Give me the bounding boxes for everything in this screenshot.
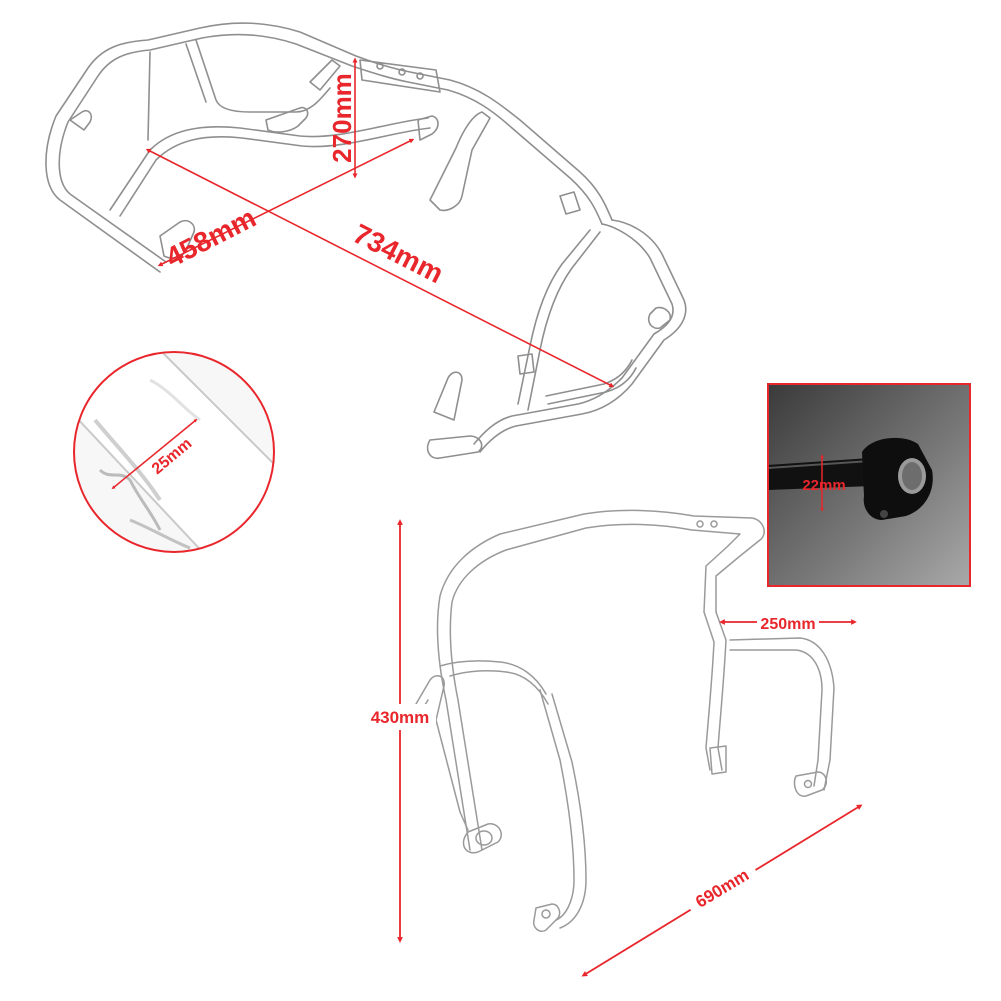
label-side-height: 430mm <box>371 708 430 727</box>
tube-detail-circle: 25mm <box>73 351 275 553</box>
label-bg-side-width <box>757 612 819 634</box>
label-height-top: 270mm <box>327 73 357 163</box>
label-bg-side-height <box>364 704 436 730</box>
label-clamp-diameter: 22mm <box>802 477 845 494</box>
dimension-lines-top <box>145 57 615 388</box>
clamp-detail-inset: 22mm <box>767 383 971 587</box>
label-length: 734mm <box>348 218 448 289</box>
dimension-lines-side <box>397 519 863 977</box>
crash-bar-side-view <box>415 509 835 932</box>
label-width-front: 458mm <box>161 202 261 273</box>
label-side-width: 250mm <box>760 616 815 633</box>
label-bg-side-length <box>682 856 761 918</box>
